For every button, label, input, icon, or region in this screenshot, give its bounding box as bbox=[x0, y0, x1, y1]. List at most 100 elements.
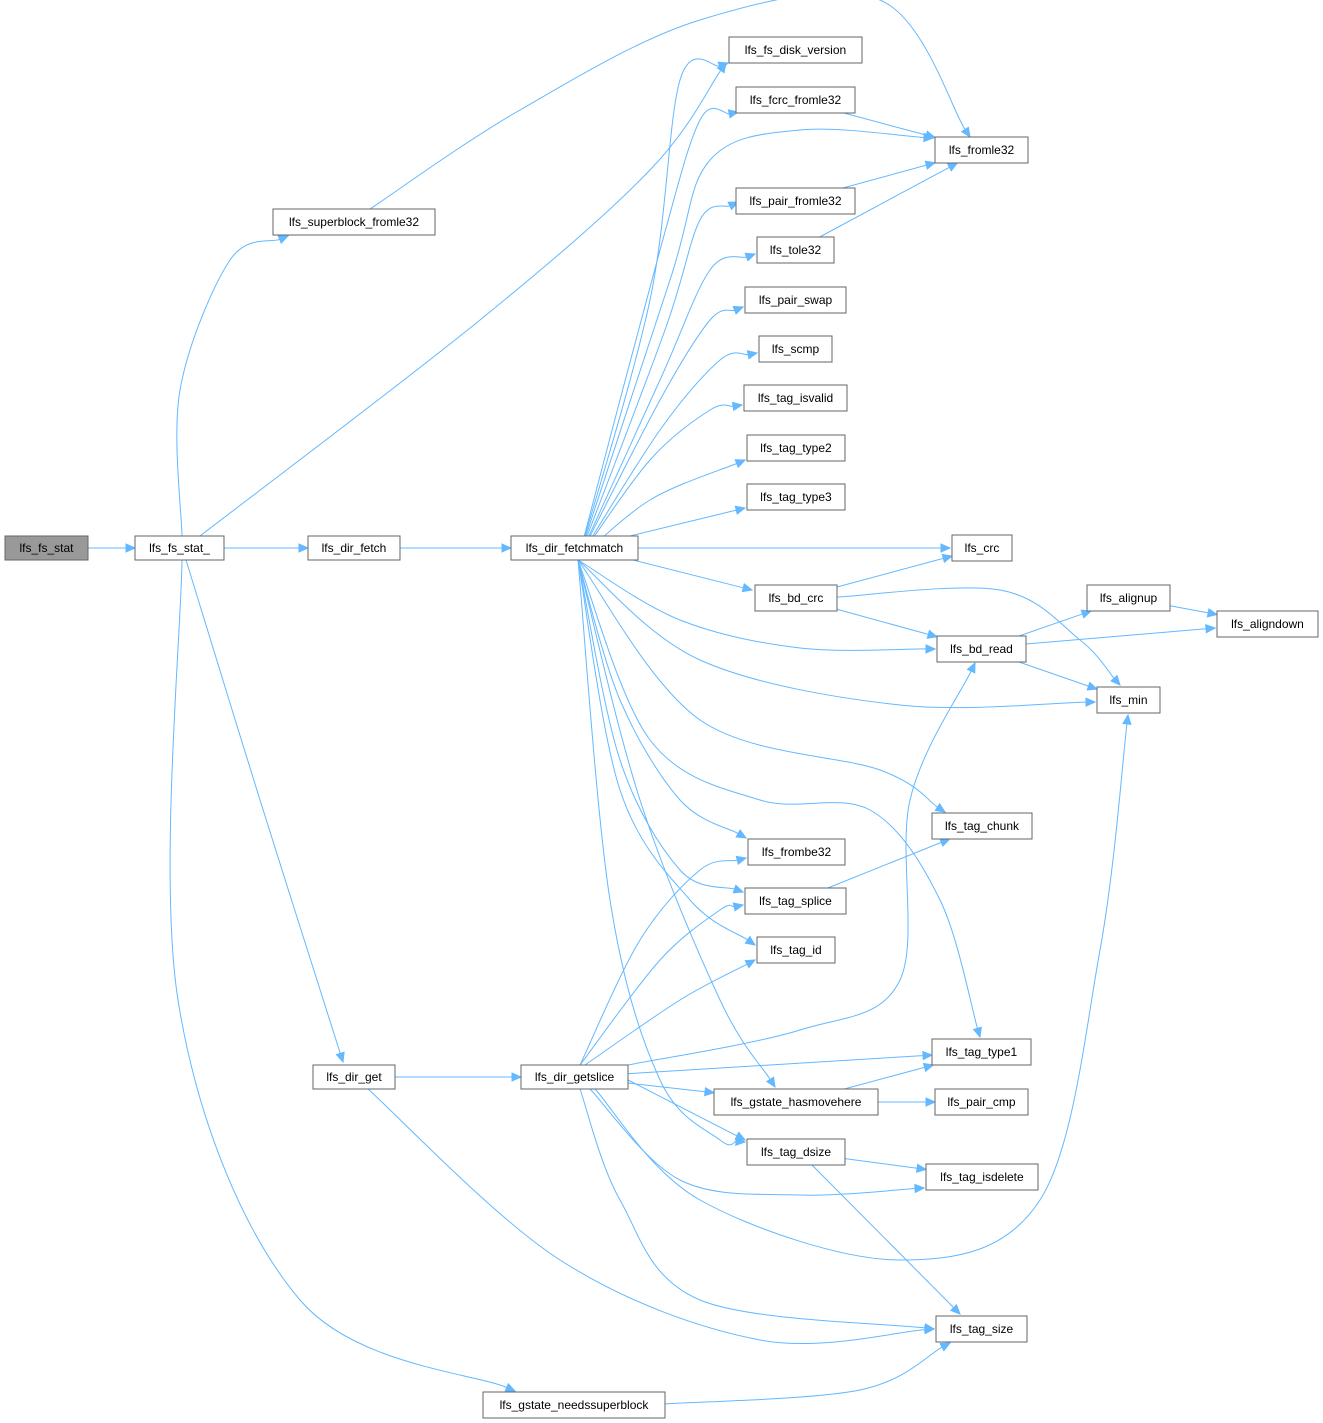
node-label: lfs_min bbox=[1109, 693, 1147, 707]
node-lfs-superblock-fromle32[interactable]: lfs_superblock_fromle32 bbox=[272, 208, 436, 236]
arrowhead-lfs-dir-getslice-to-lfs-tag-splice bbox=[732, 902, 745, 912]
node-lfs-gstate-needssuperblock[interactable]: lfs_gstate_needssuperblock bbox=[482, 1391, 666, 1419]
node-lfs-aligndown[interactable]: lfs_aligndown bbox=[1216, 610, 1319, 638]
node-box bbox=[307, 535, 401, 561]
node-lfs-gstate-hasmovehere[interactable]: lfs_gstate_hasmovehere bbox=[713, 1088, 879, 1116]
edge-lfs-bd-crc-to-lfs-bd-read bbox=[836, 608, 929, 635]
node-box bbox=[746, 434, 846, 462]
node-label: lfs_tag_type2 bbox=[760, 441, 832, 455]
node-label: lfs_tag_id bbox=[770, 943, 821, 957]
node-lfs-fs-disk-version[interactable]: lfs_fs_disk_version bbox=[728, 36, 863, 64]
edge-lfs-fs-stat-to-lfs-dir-get bbox=[185, 559, 341, 1054]
arrowhead-lfs-fs-stat-to-lfs-dir-get bbox=[335, 1051, 345, 1064]
node-label: lfs_fs_disk_version bbox=[745, 43, 846, 57]
arrowhead-lfs-gstate-hasmovehere-to-lfs-pair-cmp bbox=[925, 1097, 937, 1107]
edge-lfs-dir-getslice-to-lfs-bd-read bbox=[627, 670, 972, 1066]
node-lfs-tag-dsize[interactable]: lfs_tag_dsize bbox=[746, 1138, 846, 1166]
node-lfs-tag-type1[interactable]: lfs_tag_type1 bbox=[931, 1038, 1032, 1066]
node-box bbox=[756, 236, 835, 264]
edge-lfs-dir-getslice-to-lfs-tag-splice bbox=[579, 904, 735, 1066]
node-label: lfs_bd_read bbox=[950, 642, 1013, 656]
node-lfs-dir-getslice[interactable]: lfs_dir_getslice bbox=[520, 1064, 629, 1090]
node-box bbox=[713, 1088, 879, 1116]
arrowhead-lfs-dir-fetchmatch-to-lfs-fs-disk-version bbox=[717, 61, 730, 71]
arrowhead-lfs-bd-read-to-lfs-min bbox=[1086, 681, 1099, 691]
node-lfs-alignup[interactable]: lfs_alignup bbox=[1086, 584, 1171, 612]
edge-lfs-dir-fetchmatch-to-lfs-tag-type3 bbox=[629, 509, 737, 537]
node-label: lfs_tag_type1 bbox=[946, 1045, 1018, 1059]
arrowhead-lfs-dir-getslice-to-lfs-tag-isdelete bbox=[914, 1183, 926, 1194]
arrowhead-lfs-dir-getslice-to-lfs-gstate-hasmovehere bbox=[704, 1086, 716, 1097]
node-box bbox=[735, 187, 856, 215]
edge-lfs-dir-fetchmatch-to-lfs-gstate-hasmovehere bbox=[577, 559, 771, 1080]
arrowhead-lfs-dir-getslice-to-lfs-tag-id bbox=[744, 959, 757, 969]
node-box bbox=[272, 208, 436, 236]
node-lfs-tag-id[interactable]: lfs_tag_id bbox=[756, 936, 836, 964]
node-box bbox=[743, 384, 848, 412]
node-lfs-bd-crc[interactable]: lfs_bd_crc bbox=[754, 584, 838, 612]
node-box bbox=[935, 1315, 1028, 1343]
arrowhead-lfs-dir-getslice-to-lfs-tag-dsize bbox=[734, 1131, 747, 1141]
edge-lfs-bd-read-to-lfs-min bbox=[1018, 661, 1089, 687]
node-lfs-dir-fetchmatch[interactable]: lfs_dir_fetchmatch bbox=[510, 535, 639, 561]
node-label: lfs_tag_dsize bbox=[761, 1145, 831, 1159]
arrowhead-lfs-dir-fetchmatch-to-lfs-tag-type1 bbox=[972, 1026, 982, 1039]
node-label: lfs_dir_get bbox=[326, 1070, 382, 1084]
node-label: lfs_fcrc_fromle32 bbox=[750, 93, 842, 107]
node-box bbox=[746, 1138, 846, 1166]
node-lfs-dir-fetch[interactable]: lfs_dir_fetch bbox=[307, 535, 401, 561]
arrowhead-lfs-dir-fetchmatch-to-lfs-gstate-hasmovehere bbox=[765, 1076, 776, 1089]
edge-layer bbox=[88, 0, 1219, 1405]
node-lfs-dir-get[interactable]: lfs_dir_get bbox=[312, 1064, 396, 1090]
arrowhead-lfs-gstate-needssuperblock-to-lfs-tag-size bbox=[939, 1342, 952, 1352]
node-box bbox=[925, 1163, 1039, 1191]
node-label: lfs_tole32 bbox=[770, 243, 822, 257]
arrowhead-lfs-tag-splice-to-lfs-tag-chunk bbox=[939, 838, 951, 847]
node-lfs-fs-stat[interactable]: lfs_fs_stat_ bbox=[134, 535, 225, 561]
edge-lfs-dir-fetchmatch-to-lfs-bd-read bbox=[577, 559, 927, 651]
node-lfs-tag-type2[interactable]: lfs_tag_type2 bbox=[746, 434, 846, 462]
node-label: lfs_pair_fromle32 bbox=[749, 194, 841, 208]
node-label: lfs_fs_stat_ bbox=[149, 541, 210, 555]
node-lfs-bd-read[interactable]: lfs_bd_read bbox=[936, 635, 1027, 663]
node-lfs-tag-splice[interactable]: lfs_tag_splice bbox=[744, 887, 847, 915]
node-label: lfs_tag_chunk bbox=[945, 819, 1020, 833]
edge-lfs-tag-dsize-to-lfs-tag-isdelete bbox=[844, 1158, 918, 1169]
arrowhead-lfs-tole32-to-lfs-fromle32 bbox=[946, 162, 959, 172]
node-lfs-crc[interactable]: lfs_crc bbox=[951, 534, 1013, 562]
arrowhead-lfs-dir-fetchmatch-to-lfs-tag-type2 bbox=[734, 459, 747, 469]
node-lfs-tag-chunk[interactable]: lfs_tag_chunk bbox=[931, 812, 1033, 840]
node-lfs-tag-size[interactable]: lfs_tag_size bbox=[935, 1315, 1028, 1343]
node-lfs-pair-swap[interactable]: lfs_pair_swap bbox=[744, 286, 847, 314]
node-lfs-tag-isdelete[interactable]: lfs_tag_isdelete bbox=[925, 1163, 1039, 1191]
edge-lfs-fs-stat-to-lfs-gstate-needssuperblock bbox=[169, 559, 507, 1388]
node-lfs-tole32[interactable]: lfs_tole32 bbox=[756, 236, 835, 264]
edge-lfs-dir-getslice-to-lfs-tag-dsize bbox=[627, 1079, 738, 1137]
edge-lfs-dir-get-to-lfs-tag-size bbox=[367, 1088, 926, 1345]
node-lfs-fcrc-fromle32[interactable]: lfs_fcrc_fromle32 bbox=[735, 86, 856, 114]
arrowhead-lfs-dir-fetchmatch-to-lfs-tag-splice bbox=[732, 884, 745, 894]
node-lfs-fromle32[interactable]: lfs_fromle32 bbox=[934, 136, 1029, 164]
node-box bbox=[520, 1064, 629, 1090]
arrowhead-lfs-dir-getslice-to-lfs-bd-read bbox=[966, 661, 976, 674]
arrowhead-lfs-bd-crc-to-lfs-bd-read bbox=[926, 629, 939, 639]
node-lfs-tag-isvalid[interactable]: lfs_tag_isvalid bbox=[743, 384, 848, 412]
arrowhead-lfs-gstate-hasmovehere-to-lfs-tag-type1 bbox=[922, 1062, 935, 1073]
node-lfs-fs-stat[interactable]: lfs_fs_stat bbox=[4, 535, 89, 561]
node-lfs-pair-cmp[interactable]: lfs_pair_cmp bbox=[934, 1088, 1029, 1116]
edge-lfs-dir-fetchmatch-to-lfs-tole32 bbox=[577, 256, 747, 561]
node-lfs-min[interactable]: lfs_min bbox=[1096, 686, 1161, 714]
node-label: lfs_dir_fetch bbox=[322, 541, 387, 555]
node-lfs-scmp[interactable]: lfs_scmp bbox=[758, 335, 833, 363]
edge-lfs-bd-read-to-lfs-alignup bbox=[1018, 613, 1083, 637]
node-label: lfs_scmp bbox=[772, 342, 820, 356]
node-box bbox=[482, 1391, 666, 1419]
edge-lfs-alignup-to-lfs-aligndown bbox=[1169, 605, 1209, 614]
edge-lfs-bd-read-to-lfs-aligndown bbox=[1025, 628, 1207, 645]
node-label: lfs_gstate_needssuperblock bbox=[500, 1398, 650, 1412]
node-lfs-frombe32[interactable]: lfs_frombe32 bbox=[747, 838, 846, 866]
edge-lfs-dir-getslice-to-lfs-min bbox=[594, 723, 1128, 1261]
node-lfs-pair-fromle32[interactable]: lfs_pair_fromle32 bbox=[735, 187, 856, 215]
edge-lfs-dir-fetchmatch-to-lfs-pair-swap bbox=[577, 309, 735, 561]
node-lfs-tag-type3[interactable]: lfs_tag_type3 bbox=[746, 483, 846, 511]
